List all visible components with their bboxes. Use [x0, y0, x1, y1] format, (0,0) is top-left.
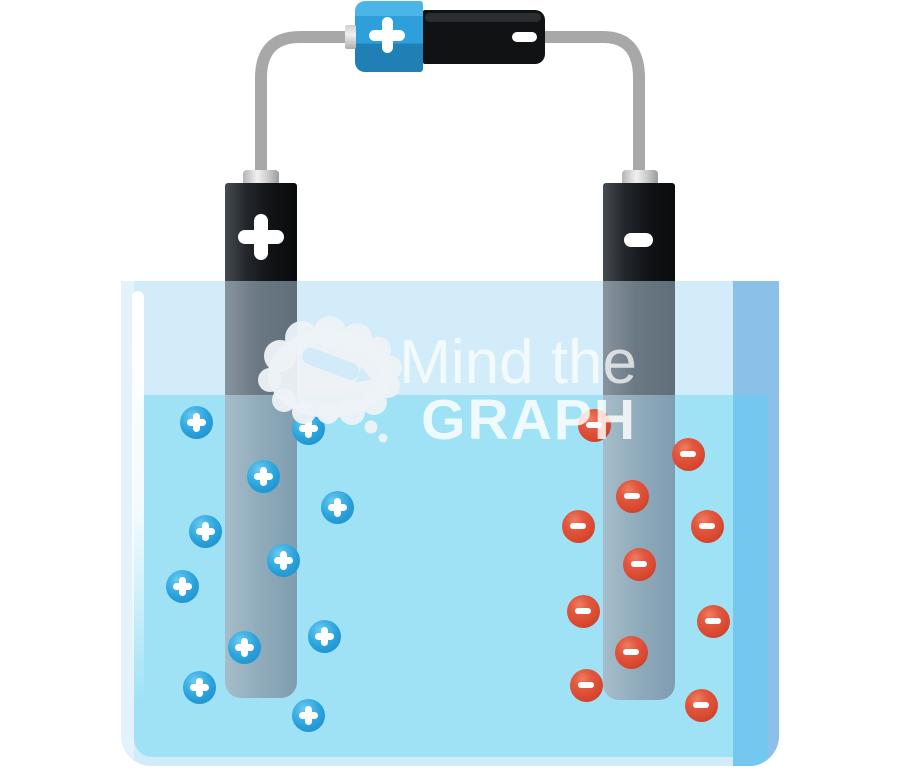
positive-ion-symbol [228, 631, 261, 664]
positive-ion [188, 514, 222, 548]
positive-ion [182, 670, 216, 704]
positive-ion-symbol [321, 491, 354, 524]
right-electrode-top [603, 183, 675, 281]
negative-ion-symbol [623, 649, 639, 655]
negative-ion [690, 509, 724, 543]
watermark-line1: Mind the [399, 328, 637, 397]
negative-ion [671, 437, 705, 471]
positive-ion [291, 698, 325, 732]
positive-ion [165, 569, 199, 603]
positive-ion-symbol [292, 412, 325, 445]
negative-ion-symbol [705, 618, 721, 624]
positive-ion [246, 459, 280, 493]
positive-ion-symbol [166, 570, 199, 603]
negative-ion-symbol [575, 608, 591, 614]
negative-ion-symbol [578, 682, 594, 688]
positive-ion [266, 543, 300, 577]
negative-ion [684, 688, 718, 722]
negative-ion-symbol [680, 451, 696, 457]
negative-ion [566, 594, 600, 628]
left-electrode-plus-symbol [238, 214, 284, 260]
wire-left [255, 31, 357, 176]
positive-ion [179, 405, 213, 439]
brain-pencil-logo-icon [258, 316, 402, 443]
positive-ion-symbol [180, 406, 213, 439]
right-electrode-minus-symbol [624, 233, 653, 247]
negative-ion [577, 408, 611, 442]
watermark-text: Mind the GRAPH [399, 332, 637, 449]
left-electrode-cap [243, 170, 279, 183]
positive-ion-symbol [292, 699, 325, 732]
battery-minus-symbol [512, 32, 537, 42]
positive-ion [307, 619, 341, 653]
right-electrode-cap [622, 170, 658, 183]
negative-ion-symbol [699, 523, 715, 529]
negative-ion [614, 635, 648, 669]
wire-right [545, 31, 645, 176]
battery-wire-ferrule [345, 25, 356, 49]
watermark-line2: GRAPH [421, 388, 637, 452]
negative-ion [561, 509, 595, 543]
negative-ion [615, 479, 649, 513]
negative-ion [696, 604, 730, 638]
glass-highlight [132, 291, 144, 701]
positive-ion [320, 490, 354, 524]
negative-ion-symbol [631, 561, 647, 567]
positive-ion-symbol [189, 515, 222, 548]
right-electrode-shaft [603, 281, 675, 395]
negative-ion-symbol [570, 523, 586, 529]
negative-ion [569, 668, 603, 702]
positive-ion-symbol [247, 460, 280, 493]
beaker-left-wall [121, 281, 134, 766]
negative-ion [622, 547, 656, 581]
circuit-wires [255, 31, 645, 176]
battery-plus-symbol [369, 17, 405, 53]
negative-ion-symbol [586, 422, 602, 428]
liquid-wall-shading [733, 395, 768, 766]
negative-ion-symbol [693, 702, 709, 708]
negative-ion-symbol [624, 493, 640, 499]
positive-ion-symbol [308, 620, 341, 653]
positive-ion [227, 630, 261, 664]
positive-ion-symbol [183, 671, 216, 704]
pencil-cutout [301, 347, 372, 383]
positive-ion-symbol [267, 544, 300, 577]
